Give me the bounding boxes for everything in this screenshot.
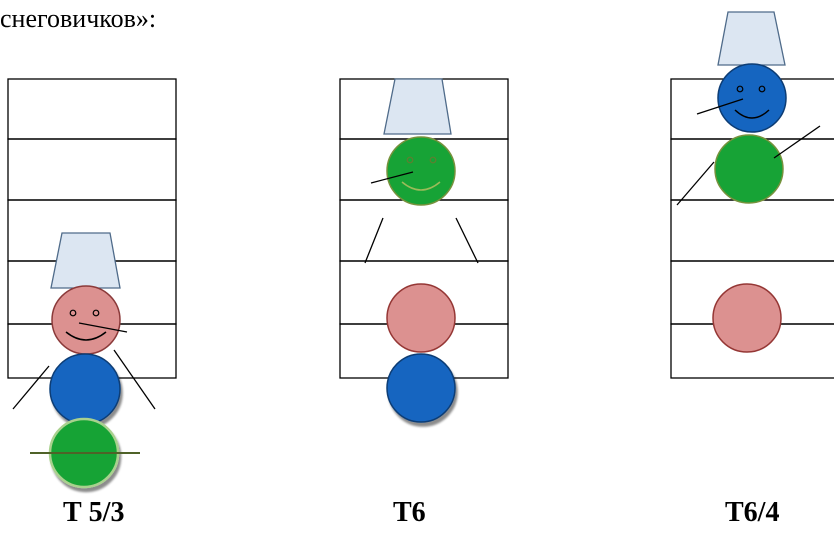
bucket-1 [50, 232, 121, 289]
bucket-3 [717, 11, 786, 66]
nose-3 [696, 98, 744, 115]
figure-1 [7, 78, 177, 489]
body-1 [49, 353, 121, 425]
figure-2-caption: Т6 [393, 497, 426, 528]
eye-1a [69, 309, 77, 317]
eye-3a [736, 85, 744, 93]
figure-3 [670, 11, 834, 379]
eye-2a [406, 156, 414, 164]
body-3 [714, 134, 784, 204]
grid-3-cell [670, 199, 834, 262]
head-3 [717, 63, 787, 133]
eye-2b [429, 156, 437, 164]
grid-1-cell [7, 138, 177, 201]
arm-left-1 [12, 365, 50, 410]
eye-3b [758, 85, 766, 93]
figure-3-caption: Т6/4 [725, 497, 780, 528]
figure-1-caption: Т 5/3 [63, 497, 125, 528]
eye-1b [92, 309, 100, 317]
base-2 [386, 353, 456, 423]
arm-right-1 [113, 349, 156, 410]
grid-2-cell [339, 199, 509, 262]
arm-left-3 [676, 161, 715, 206]
body-2 [386, 283, 456, 353]
figure-2 [339, 78, 509, 423]
base-3 [712, 283, 782, 353]
arm-right-2 [455, 217, 479, 264]
grid-1 [7, 78, 177, 379]
head-1 [51, 285, 121, 355]
header-text: снеговичков»: [0, 4, 157, 33]
mouth-3 [734, 109, 770, 119]
nose-2 [370, 171, 414, 184]
mouth-1 [65, 331, 107, 341]
head-2 [386, 136, 456, 206]
nose-1 [78, 322, 128, 333]
grid-1-cell [7, 78, 177, 140]
bucket-2 [383, 78, 452, 135]
arm-left-2 [364, 217, 384, 264]
mouth-2 [401, 181, 441, 191]
arm-right-3 [773, 125, 821, 159]
